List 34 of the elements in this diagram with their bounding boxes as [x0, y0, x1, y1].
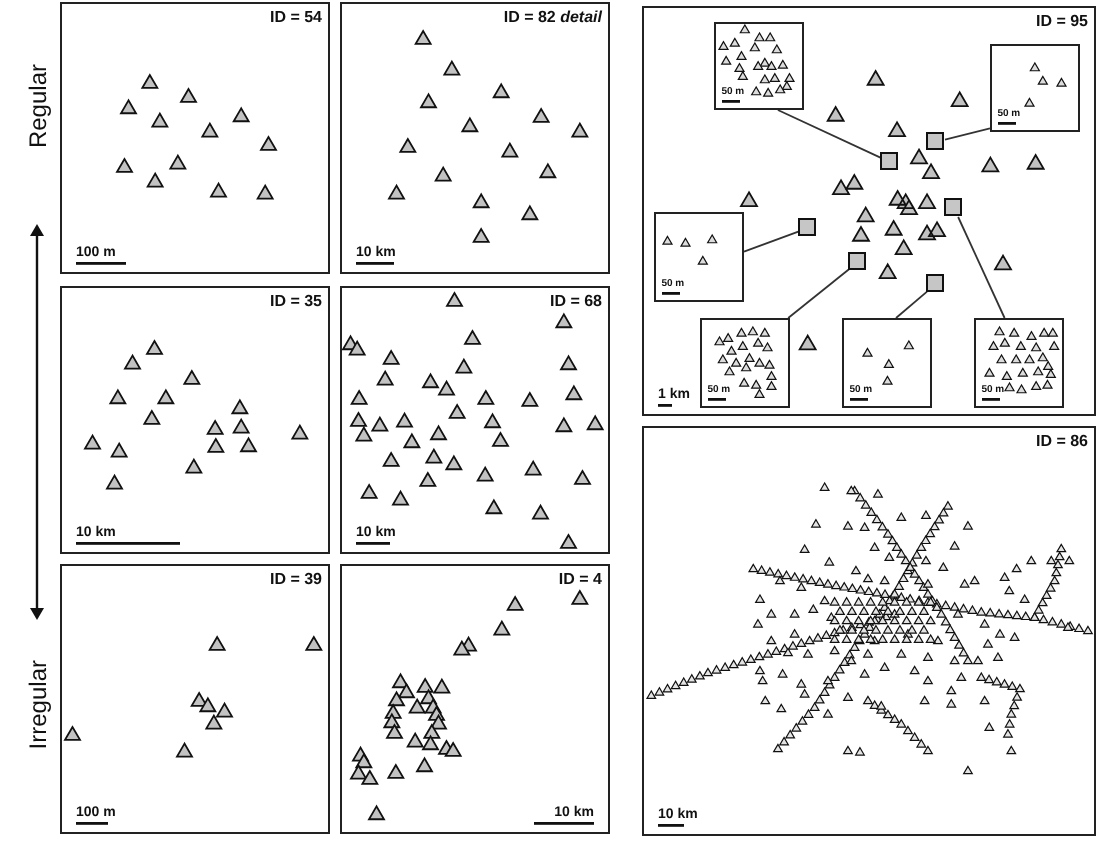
- connector-line: [777, 109, 882, 159]
- panel-id-label: ID = 4: [558, 572, 602, 588]
- panel-id-label: ID = 54: [269, 10, 322, 26]
- map-panel: [60, 2, 330, 274]
- inset-map-panel: [989, 43, 1080, 132]
- panel-id-label: ID = 95: [1035, 14, 1088, 30]
- panel-id-label: ID = 86: [1035, 434, 1088, 450]
- panel-id-label: ID = 35: [269, 294, 322, 310]
- square-marker: [926, 274, 945, 293]
- panel-id-label: ID = 68: [549, 294, 602, 310]
- map-panel: [340, 564, 610, 834]
- panel-id-label: ID = 82 detail: [503, 10, 602, 26]
- connector-line: [895, 290, 928, 319]
- map-panel: [340, 2, 610, 274]
- map-panel: [60, 286, 330, 554]
- square-marker: [848, 252, 867, 271]
- square-marker: [944, 198, 963, 217]
- connector-line: [944, 127, 991, 141]
- connector-line: [743, 230, 800, 253]
- map-panel: [642, 6, 1096, 416]
- square-marker: [798, 218, 817, 237]
- inset-map-panel: [653, 211, 744, 302]
- inset-map-panel: [841, 317, 932, 408]
- connector-line: [957, 216, 1006, 319]
- map-panel: [642, 426, 1096, 836]
- inset-map-panel: [699, 317, 790, 408]
- square-marker: [880, 152, 899, 171]
- square-marker: [926, 132, 945, 151]
- inset-map-panel: [713, 21, 804, 110]
- connector-line: [787, 268, 850, 319]
- map-panel: [60, 564, 330, 834]
- inset-map-panel: [973, 317, 1064, 408]
- panel-id-label: ID = 39: [269, 572, 322, 588]
- vertical-text-label: Regular: [26, 64, 50, 149]
